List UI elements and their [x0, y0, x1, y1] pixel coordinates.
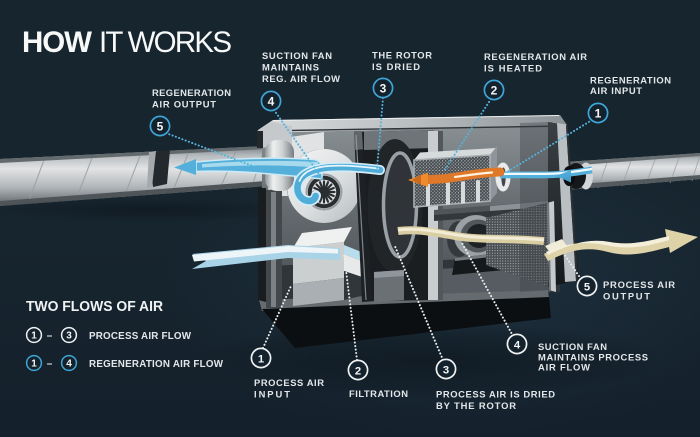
svg-text:AIR OUTPUT: AIR OUTPUT: [152, 99, 216, 110]
svg-text:PROCESS AIR IS DRIED: PROCESS AIR IS DRIED: [436, 388, 555, 399]
svg-text:HOW: HOW: [22, 26, 92, 59]
svg-text:TWO FLOWS OF AIR: TWO FLOWS OF AIR: [26, 299, 164, 315]
svg-text:1: 1: [595, 106, 602, 120]
svg-text:2: 2: [355, 365, 361, 377]
svg-text:IT WORKS: IT WORKS: [99, 26, 232, 59]
svg-text:1: 1: [258, 353, 264, 365]
svg-text:BY THE ROTOR: BY THE ROTOR: [436, 400, 516, 411]
svg-text:4: 4: [268, 94, 275, 108]
svg-text:PROCESS AIR FLOW: PROCESS AIR FLOW: [89, 331, 192, 342]
svg-text:AIR INPUT: AIR INPUT: [590, 85, 642, 96]
svg-text:–: –: [47, 331, 53, 342]
svg-text:2: 2: [491, 83, 498, 97]
svg-text:3: 3: [380, 81, 387, 95]
svg-text:4: 4: [514, 339, 521, 351]
svg-text:IS DRIED: IS DRIED: [372, 61, 420, 72]
svg-text:FILTRATION: FILTRATION: [349, 388, 408, 399]
svg-text:3: 3: [443, 364, 449, 376]
svg-text:THE ROTOR: THE ROTOR: [372, 50, 432, 61]
svg-text:REGENERATION AIR FLOW: REGENERATION AIR FLOW: [89, 359, 224, 370]
svg-text:PROCESS AIR: PROCESS AIR: [254, 377, 324, 388]
svg-text:REGENERATION AIR: REGENERATION AIR: [484, 51, 587, 62]
svg-text:IS HEATED: IS HEATED: [484, 62, 542, 73]
svg-text:3: 3: [66, 331, 72, 342]
svg-text:REG. AIR FLOW: REG. AIR FLOW: [262, 73, 340, 84]
svg-text:1: 1: [31, 359, 37, 370]
svg-text:1: 1: [31, 331, 37, 342]
svg-text:INPUT: INPUT: [254, 388, 290, 399]
svg-text:AIR FLOW: AIR FLOW: [538, 362, 590, 373]
svg-text:5: 5: [584, 281, 590, 293]
svg-text:REGENERATION: REGENERATION: [590, 75, 671, 86]
svg-text:SUCTION FAN: SUCTION FAN: [538, 341, 607, 352]
svg-text:SUCTION FAN: SUCTION FAN: [262, 50, 332, 61]
svg-text:PROCESS AIR: PROCESS AIR: [603, 279, 675, 290]
svg-text:5: 5: [157, 119, 164, 133]
svg-text:REGENERATION: REGENERATION: [152, 87, 231, 98]
svg-text:4: 4: [66, 359, 72, 370]
svg-text:–: –: [47, 359, 53, 370]
svg-text:MAINTAINS: MAINTAINS: [262, 62, 319, 73]
svg-text:MAINTAINS PROCESS: MAINTAINS PROCESS: [538, 351, 648, 362]
